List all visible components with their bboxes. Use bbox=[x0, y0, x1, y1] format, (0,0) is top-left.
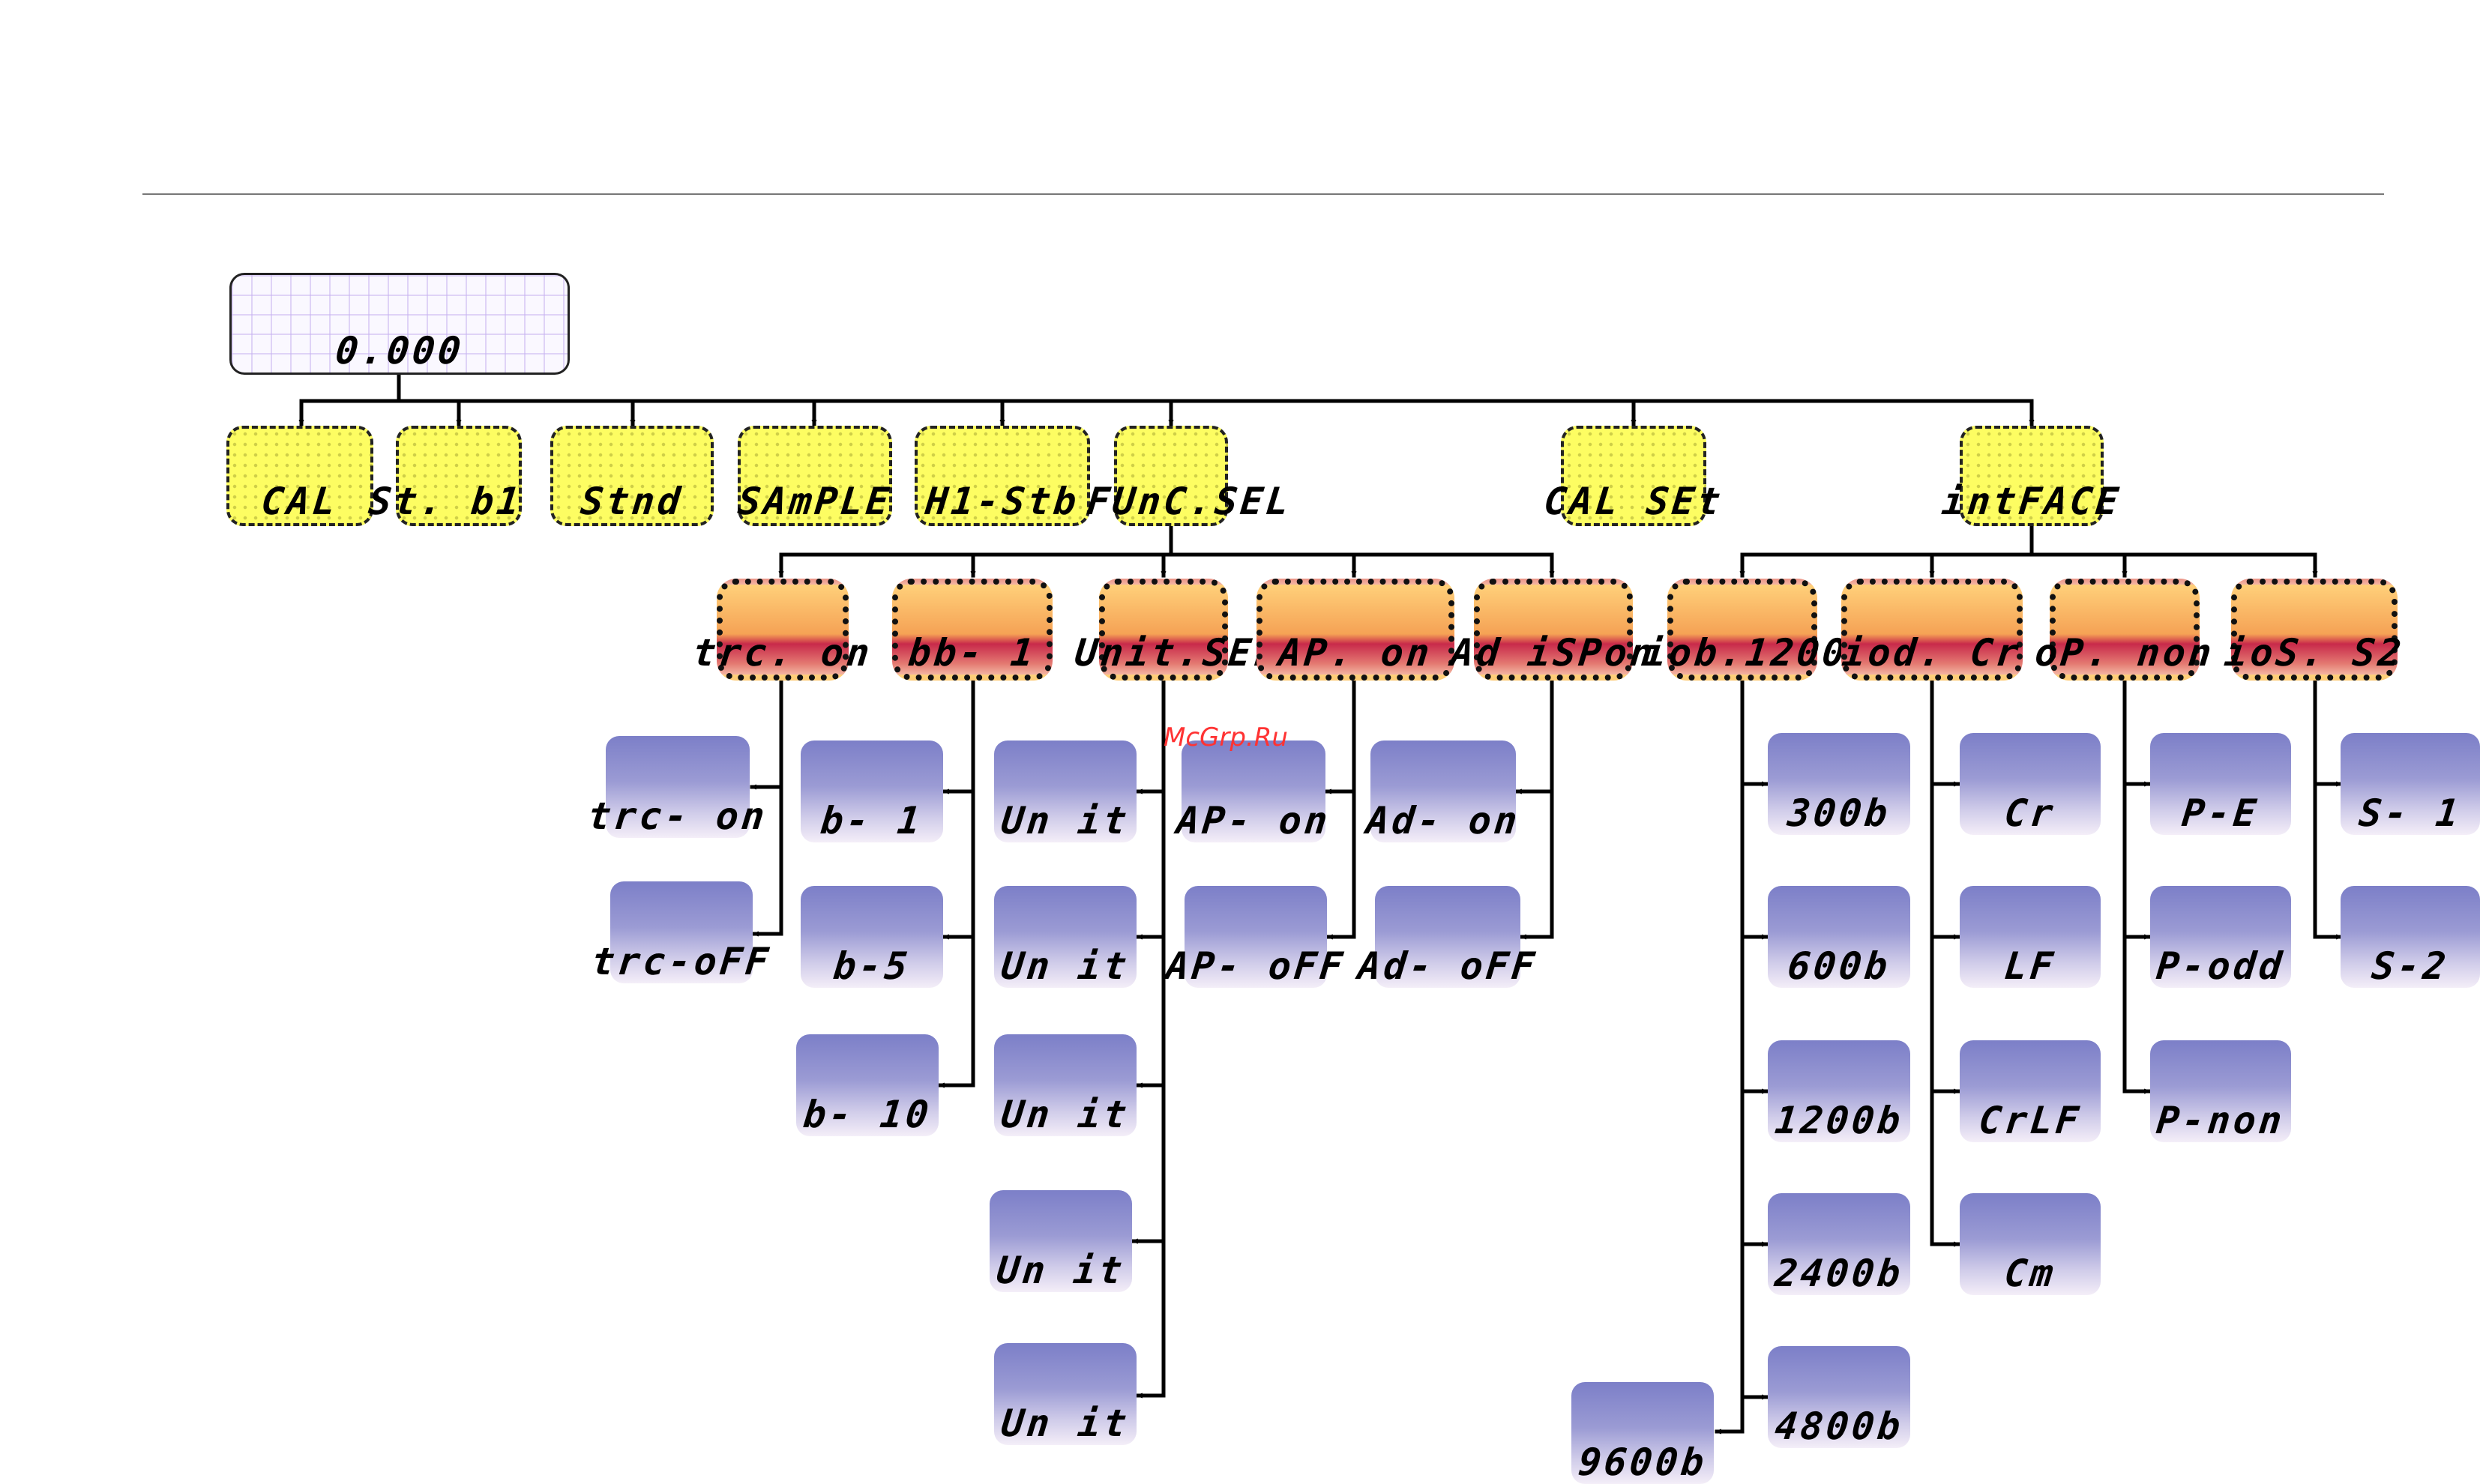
option-label: Un it bbox=[999, 1402, 1132, 1445]
option-label: P-E bbox=[2179, 791, 2262, 835]
submenu-node-label: ioS. S2 bbox=[2222, 631, 2407, 675]
submenu-node-baud-rate[interactable]: iob.1200 bbox=[1641, 579, 1850, 681]
option-baud-300[interactable]: 300b bbox=[1768, 733, 1910, 835]
menu-node-standard[interactable]: Stnd bbox=[550, 426, 714, 526]
submenu-node-tracking[interactable]: trc. on bbox=[691, 579, 874, 681]
option-label: b- 1 bbox=[818, 799, 926, 842]
option-label: Un it bbox=[999, 1093, 1132, 1136]
menu-node-function-select[interactable]: FUnC.SEL bbox=[1085, 426, 1294, 526]
option-label: AP- oFF bbox=[1164, 944, 1348, 988]
submenu-node-label: trc. on bbox=[690, 631, 875, 675]
submenu-node-label: oP. non bbox=[2032, 631, 2217, 675]
option-label: Un it bbox=[994, 1249, 1128, 1292]
option-ap-off[interactable]: AP- oFF bbox=[1164, 886, 1347, 988]
option-lf[interactable]: LF bbox=[1960, 886, 2101, 988]
menu-node-cal[interactable]: CAL bbox=[226, 426, 373, 526]
option-label: 2400b bbox=[1772, 1252, 1906, 1295]
submenu-node-bb[interactable]: bb- 1 bbox=[892, 579, 1053, 681]
option-label: P-non bbox=[2154, 1099, 2287, 1142]
option-b-1[interactable]: b- 1 bbox=[801, 741, 943, 842]
option-ad-off[interactable]: Ad- oFF bbox=[1356, 886, 1539, 988]
option-baud-9600[interactable]: 9600b bbox=[1571, 1382, 1714, 1484]
header-rule bbox=[142, 193, 2384, 195]
option-label: S-2 bbox=[2369, 944, 2452, 988]
option-parity-odd[interactable]: P-odd bbox=[2150, 886, 2291, 988]
option-label: LF bbox=[2002, 944, 2059, 988]
option-label: Ad- oFF bbox=[1355, 944, 1540, 988]
option-baud-2400[interactable]: 2400b bbox=[1768, 1193, 1910, 1295]
option-label: P-odd bbox=[2154, 944, 2287, 988]
option-unit-1[interactable]: Un it bbox=[994, 741, 1137, 842]
option-crlf[interactable]: CrLF bbox=[1960, 1040, 2101, 1142]
menu-node-label: CAL SEt bbox=[1541, 480, 1726, 523]
option-label: 4800b bbox=[1772, 1405, 1906, 1448]
root-display-label: 0.000 bbox=[333, 329, 466, 372]
menu-node-hi-stb[interactable]: H1-Stb bbox=[915, 426, 1090, 526]
root-display-node: 0.000 bbox=[229, 273, 570, 375]
menu-node-sample[interactable]: SAmPLE bbox=[736, 426, 894, 526]
option-unit-2[interactable]: Un it bbox=[994, 886, 1137, 988]
option-label: CrLF bbox=[1976, 1099, 2084, 1142]
option-unit-5[interactable]: Un it bbox=[994, 1343, 1137, 1445]
option-cm[interactable]: Cm bbox=[1960, 1193, 2101, 1295]
option-label: 9600b bbox=[1576, 1441, 1709, 1484]
option-trc-on[interactable]: trc- on bbox=[586, 736, 769, 838]
option-label: 1200b bbox=[1772, 1099, 1906, 1142]
menu-node-label: intFACE bbox=[1939, 480, 2124, 523]
menu-node-cal-set[interactable]: CAL SEt bbox=[1542, 426, 1725, 526]
option-baud-1200[interactable]: 1200b bbox=[1768, 1040, 1910, 1142]
submenu-node-line-ending[interactable]: iod. Cr bbox=[1841, 579, 2023, 681]
menu-node-interface[interactable]: intFACE bbox=[1940, 426, 2123, 526]
menu-node-label: H1-Stb bbox=[923, 480, 1082, 523]
option-label: Un it bbox=[999, 799, 1132, 842]
option-stop-2[interactable]: S-2 bbox=[2341, 886, 2480, 988]
option-label: Cr bbox=[2002, 791, 2059, 835]
option-label: AP- on bbox=[1174, 799, 1333, 842]
option-ap-on[interactable]: AP- on bbox=[1175, 741, 1332, 842]
option-stop-1[interactable]: S- 1 bbox=[2341, 733, 2480, 835]
option-label: Ad- on bbox=[1364, 799, 1523, 842]
submenu-node-label: iob.1200 bbox=[1640, 631, 1850, 675]
option-b-10[interactable]: b- 10 bbox=[796, 1034, 939, 1136]
option-unit-4[interactable]: Un it bbox=[990, 1190, 1132, 1292]
option-baud-4800[interactable]: 4800b bbox=[1768, 1346, 1910, 1448]
menu-node-label: FUnC.SEL bbox=[1084, 480, 1294, 523]
submenu-node-unit-select[interactable]: Unit.SEL bbox=[1073, 579, 1282, 681]
submenu-node-label: bb- 1 bbox=[906, 631, 1039, 675]
submenu-node-label: Ad iSPon bbox=[1448, 631, 1658, 675]
watermark: McGrp.Ru bbox=[1164, 723, 1288, 752]
submenu-node-stop-bits[interactable]: ioS. S2 bbox=[2223, 579, 2406, 681]
option-trc-off[interactable]: trc-oFF bbox=[590, 881, 773, 983]
option-baud-600[interactable]: 600b bbox=[1768, 886, 1910, 988]
option-parity-none[interactable]: P-non bbox=[2150, 1040, 2291, 1142]
option-parity-even[interactable]: P-E bbox=[2150, 733, 2291, 835]
option-ad-on[interactable]: Ad- on bbox=[1364, 741, 1522, 842]
submenu-node-ad-display[interactable]: Ad iSPon bbox=[1449, 579, 1658, 681]
option-label: 300b bbox=[1785, 791, 1893, 835]
option-label: S- 1 bbox=[2356, 791, 2464, 835]
option-label: b-5 bbox=[831, 944, 913, 988]
submenu-node-label: Unit.SEL bbox=[1072, 631, 1282, 675]
option-label: Cm bbox=[2002, 1252, 2059, 1295]
submenu-node-auto-power[interactable]: AP. on bbox=[1256, 579, 1454, 681]
submenu-node-parity[interactable]: oP. non bbox=[2033, 579, 2216, 681]
option-label: 600b bbox=[1785, 944, 1893, 988]
submenu-node-label: iod. Cr bbox=[1840, 631, 2024, 675]
option-label: trc- on bbox=[586, 794, 770, 838]
option-cr[interactable]: Cr bbox=[1960, 733, 2101, 835]
option-label: Un it bbox=[999, 944, 1132, 988]
submenu-node-label: AP. on bbox=[1276, 631, 1435, 675]
menu-node-stability[interactable]: St. b1 t bbox=[367, 426, 576, 526]
option-b-5[interactable]: b-5 bbox=[801, 886, 943, 988]
option-unit-3[interactable]: Un it bbox=[994, 1034, 1137, 1136]
option-label: b- 10 bbox=[801, 1093, 934, 1136]
option-label: trc-oFF bbox=[589, 940, 774, 983]
